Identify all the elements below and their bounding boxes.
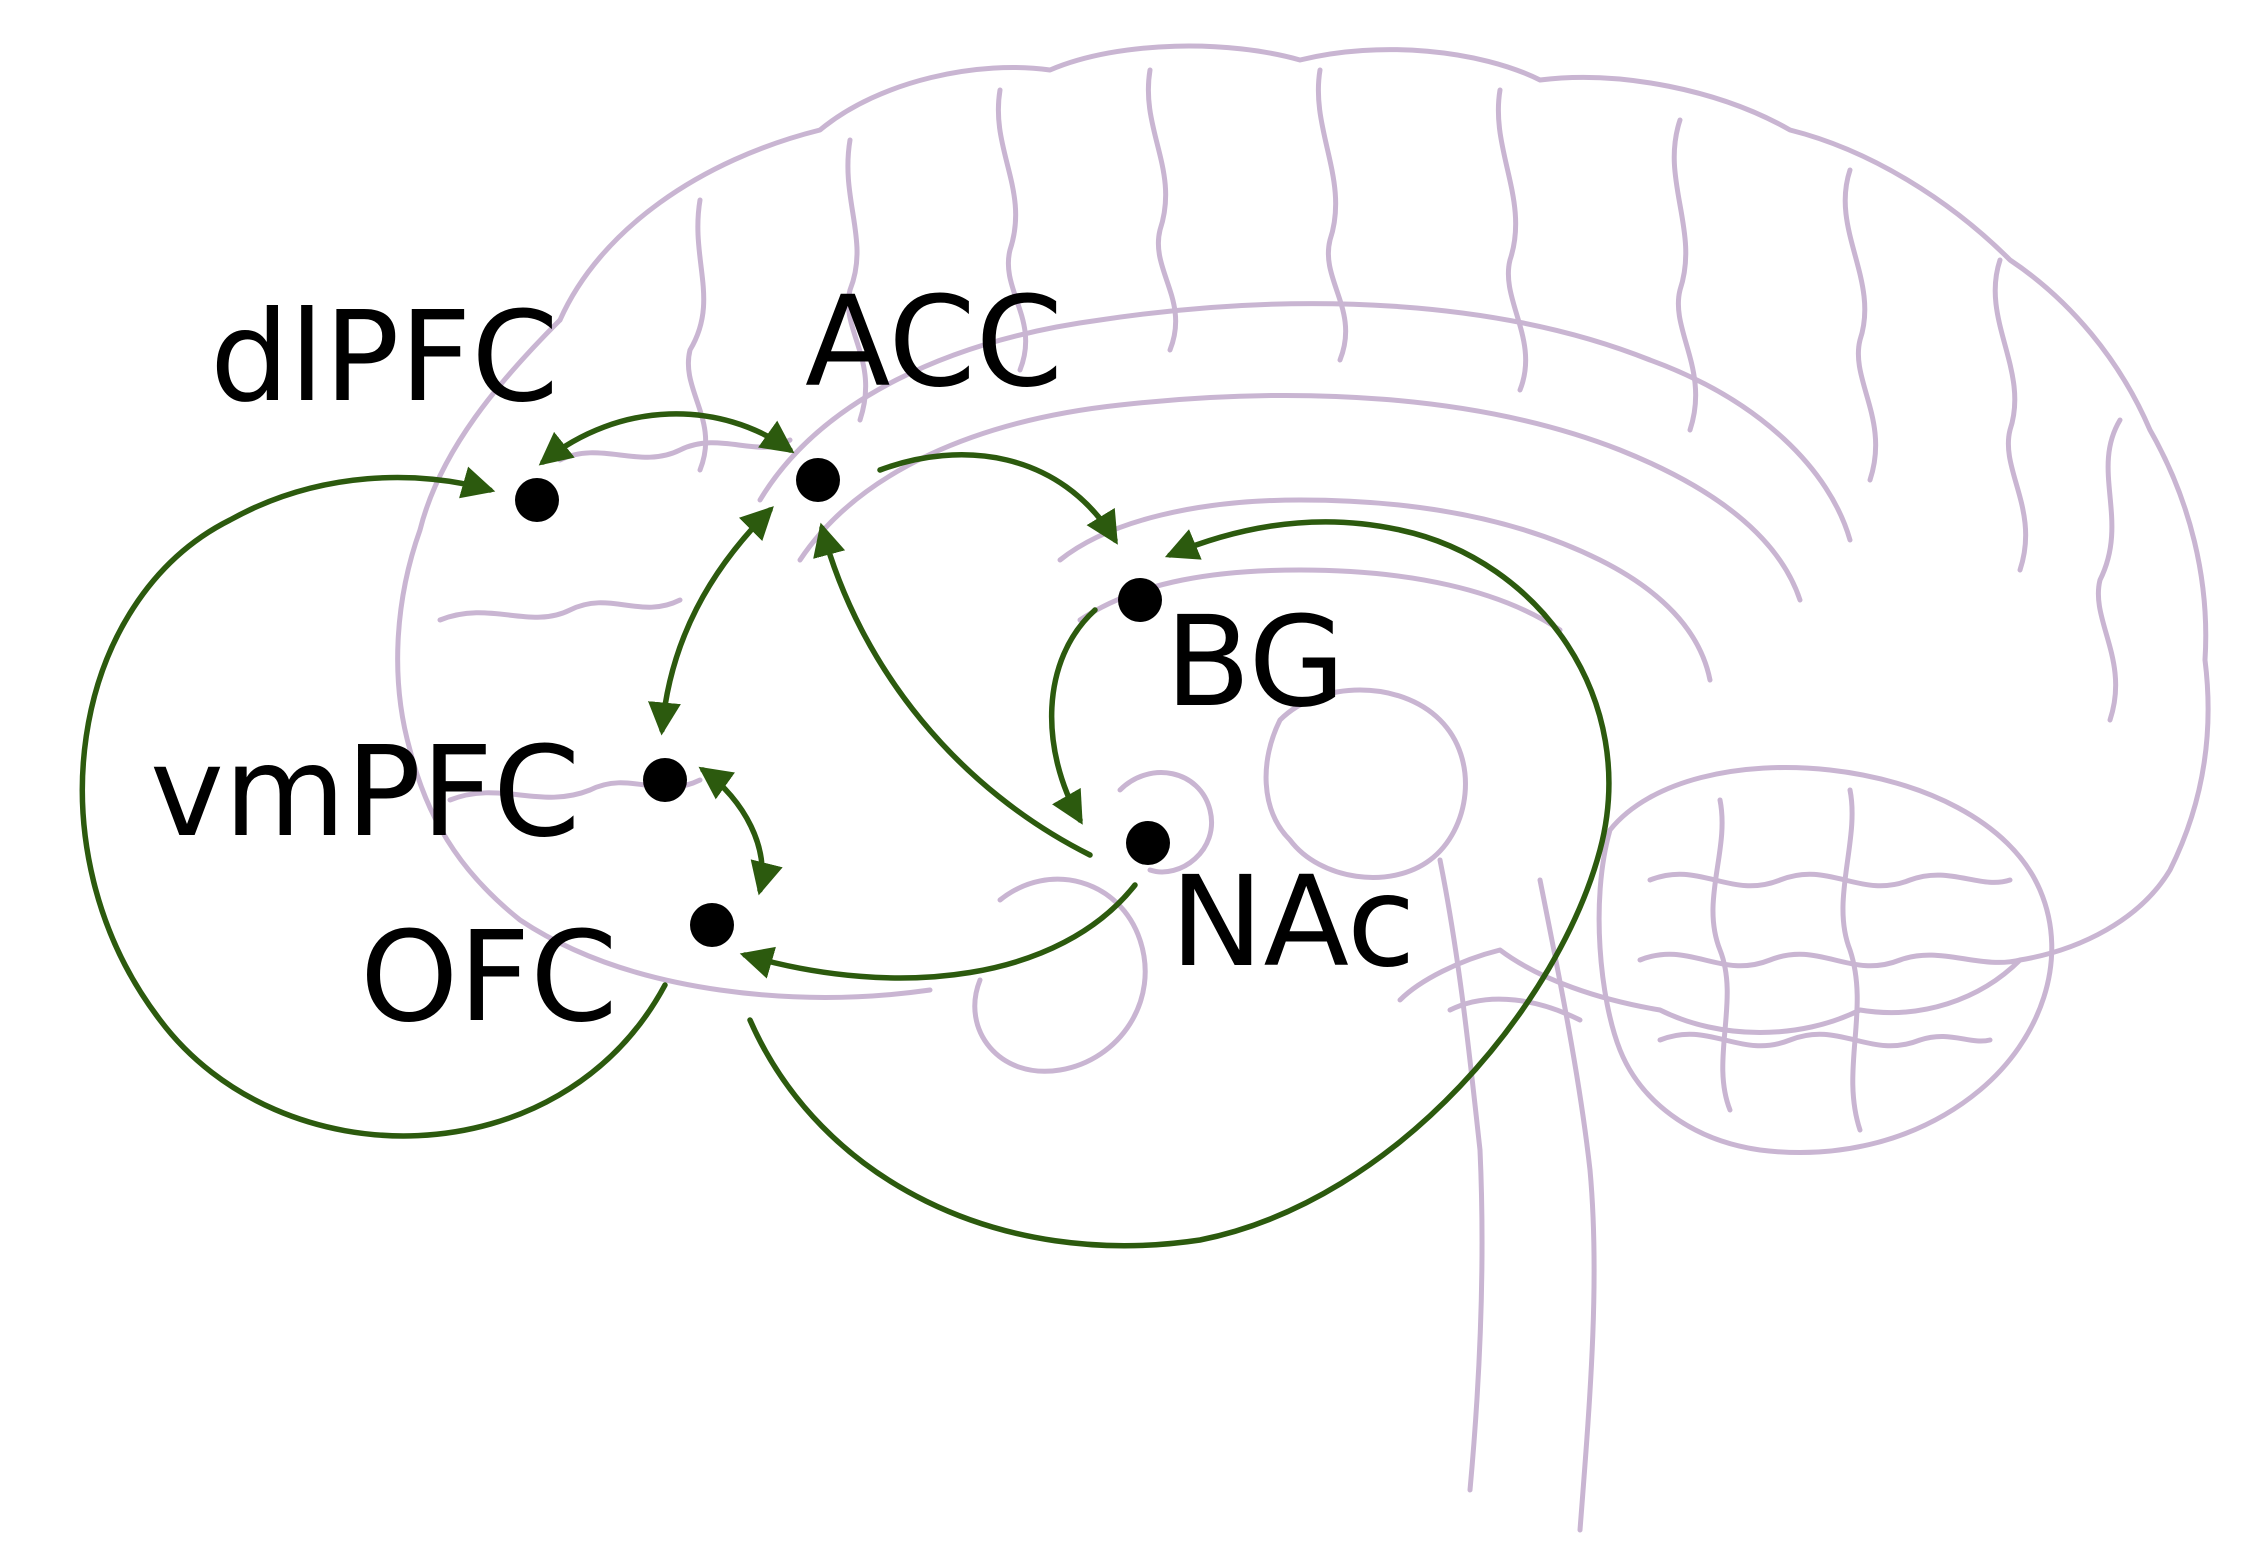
sulcus-4 bbox=[1145, 67, 1179, 353]
sulcus-8 bbox=[1842, 167, 1879, 483]
label-ofc: OFC bbox=[360, 905, 618, 1050]
cerebellum-fold-4 bbox=[1710, 797, 1733, 1113]
node-dot-acc bbox=[796, 458, 840, 502]
cingulate-arch-outer bbox=[757, 301, 1853, 543]
frontal-contour bbox=[395, 317, 933, 1000]
cerebrum-contour bbox=[557, 43, 2211, 1035]
sulcus-11 bbox=[557, 437, 793, 463]
connection-dlpfc-acc bbox=[538, 411, 795, 466]
sulcus-5 bbox=[1315, 67, 1349, 363]
sulcus-9 bbox=[1992, 257, 2029, 573]
connection-vmpfc-ofc bbox=[698, 766, 783, 896]
node-dot-nac bbox=[1126, 821, 1170, 865]
sulcus-10 bbox=[2096, 417, 2123, 723]
node-dot-ofc bbox=[690, 903, 734, 947]
connection-nac-acc bbox=[813, 522, 1093, 858]
cerebellum-fold-5 bbox=[1840, 787, 1863, 1133]
cerebellum-fold-2 bbox=[1637, 951, 2023, 969]
connections bbox=[79, 411, 1612, 1249]
sulcus-7 bbox=[1671, 117, 1699, 433]
label-acc: ACC bbox=[805, 270, 1063, 415]
node-dot-vmpfc bbox=[643, 758, 687, 802]
connection-ofc-dlpfc bbox=[79, 466, 668, 1139]
connection-acc-vmpfc bbox=[648, 506, 774, 736]
label-bg: BG bbox=[1165, 590, 1345, 735]
cerebellum-fold-1 bbox=[1647, 871, 2013, 889]
sulcus-6 bbox=[1495, 87, 1529, 393]
label-nac: NAc bbox=[1170, 850, 1416, 995]
node-dot-bg bbox=[1118, 578, 1162, 622]
connection-acc-bg bbox=[877, 452, 1118, 545]
sulcus-1 bbox=[686, 197, 709, 473]
label-dlpfc: dlPFC bbox=[210, 285, 559, 430]
sulcus-2 bbox=[845, 137, 869, 423]
cerebellum-fold-3 bbox=[1657, 1031, 1993, 1049]
connection-bg-nac bbox=[1048, 607, 1098, 825]
hypothalamus bbox=[1117, 770, 1214, 875]
temporal-fold bbox=[972, 876, 1148, 1074]
label-vmpfc: vmPFC bbox=[150, 720, 580, 865]
brainstem-back bbox=[1537, 877, 1597, 1533]
node-dot-dlpfc bbox=[515, 478, 559, 522]
thalamus bbox=[1263, 687, 1468, 880]
node-labels: dlPFC ACC BG vmPFC OFC NAc bbox=[150, 270, 1416, 1050]
connection-ofc-bg bbox=[747, 519, 1612, 1249]
sulcus-3 bbox=[995, 87, 1029, 373]
node-dots bbox=[515, 458, 1170, 947]
brainstem-pons bbox=[1447, 996, 1583, 1023]
sulcus-12 bbox=[437, 597, 683, 623]
connection-nac-ofc bbox=[739, 882, 1138, 981]
cerebellum bbox=[1596, 765, 2055, 1155]
corpus-callosum bbox=[1057, 497, 1713, 683]
brainstem-front bbox=[1437, 857, 1485, 1493]
